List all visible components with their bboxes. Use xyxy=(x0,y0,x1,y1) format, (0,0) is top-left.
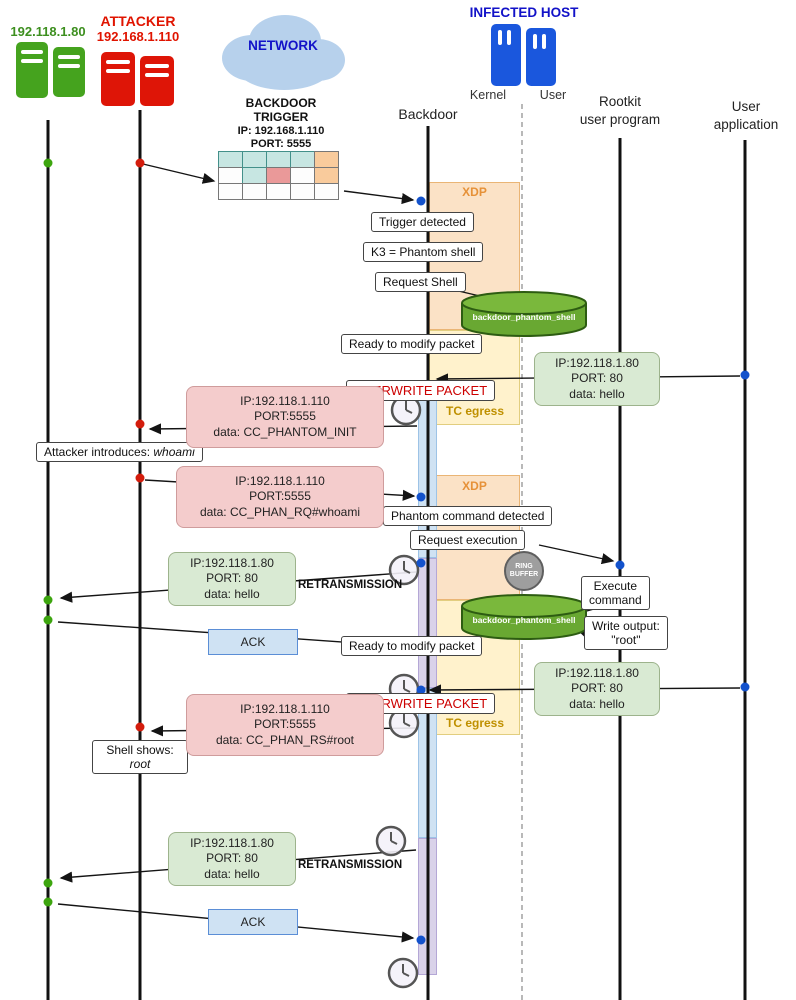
note-k3-phantom-shell: K3 = Phantom shell xyxy=(363,242,484,262)
note-attacker-introduces: Attacker introduces: whoami xyxy=(36,442,203,462)
packet-hello-retransmission-2: IP:192.118.1.80 PORT: 80 data: hello xyxy=(168,832,296,886)
clock-icon xyxy=(375,825,407,857)
activation-bar-backdoor-2 xyxy=(418,558,437,688)
xdp-label-1: XDP xyxy=(462,185,487,199)
event-dot xyxy=(135,473,145,483)
arrow-trigger-to-network xyxy=(142,163,216,184)
actor-label-network: NETWORK xyxy=(248,38,318,53)
event-dot xyxy=(43,158,53,168)
map-label-1: backdoor_phantom_shell xyxy=(472,312,576,322)
note-execute-command: Execute command xyxy=(581,576,650,610)
ring-buffer-label: RING BUFFER xyxy=(509,563,539,579)
tc-egress-label-2: TC egress xyxy=(445,716,505,730)
note-trigger-detected: Trigger detected xyxy=(371,212,474,232)
event-dot xyxy=(135,158,145,168)
ack-box-2: ACK xyxy=(208,909,298,935)
retransmission-label-2: RETRANSMISSION xyxy=(298,859,403,871)
event-dot xyxy=(135,419,145,429)
event-dot xyxy=(740,682,750,692)
packet-cc-phantom-init: IP:192.118.1.110 PORT:5555 data: CC_PHAN… xyxy=(186,386,384,448)
activation-bar-backdoor-4 xyxy=(418,838,437,975)
actor-label-attacker: ATTACKER xyxy=(100,13,176,29)
user-label: User xyxy=(539,88,567,102)
server-icon-host xyxy=(16,42,85,98)
server-icon-attacker xyxy=(101,52,174,106)
retransmission-label-1: RETRANSMISSION xyxy=(298,579,403,591)
packet-diagram xyxy=(218,151,339,200)
shell-shows-text: Shell shows: xyxy=(106,743,174,757)
actor-label-user-app: User application xyxy=(713,99,779,133)
server-icon-infected-host xyxy=(491,24,556,86)
note-phantom-command-detected: Phantom command detected xyxy=(383,506,553,526)
clock-icon xyxy=(387,957,419,989)
packet-hello-1: IP:192.118.1.80 PORT: 80 data: hello xyxy=(534,352,660,406)
kernel-label: Kernel xyxy=(469,88,507,102)
actor-label-attacker-ip: 192.168.1.110 xyxy=(96,29,180,44)
arrow-network-to-backdoor xyxy=(343,190,415,205)
event-dot xyxy=(135,722,145,732)
attacker-introduces-text: Attacker introduces: xyxy=(44,445,154,459)
actor-label-rootkit: Rootkit user program xyxy=(579,94,661,128)
map-label-2: backdoor_phantom_shell xyxy=(472,615,576,625)
packet-cc-phan-rq-whoami: IP:192.118.1.110 PORT:5555 data: CC_PHAN… xyxy=(176,466,384,528)
backdoor-trigger-title: BACKDOOR TRIGGER xyxy=(245,96,317,125)
event-dot xyxy=(615,560,625,570)
event-dot xyxy=(43,615,53,625)
backdoor-trigger-ip: IP: 192.168.1.110 xyxy=(237,125,325,137)
note-ready-to-modify-1: Ready to modify packet xyxy=(341,334,483,354)
ack-box-1: ACK xyxy=(208,629,298,655)
event-dot xyxy=(43,897,53,907)
tc-egress-label-1: TC egress xyxy=(445,404,505,418)
note-request-execution: Request execution xyxy=(410,530,526,550)
actor-label-backdoor: Backdoor xyxy=(398,106,458,122)
event-dot xyxy=(43,595,53,605)
backdoor-trigger-port: PORT: 5555 xyxy=(250,138,312,150)
actor-label-host: 192.118.1.80 xyxy=(10,24,86,39)
attacker-introduces-command: whoami xyxy=(153,445,195,459)
event-dot xyxy=(740,370,750,380)
note-ready-to-modify-2: Ready to modify packet xyxy=(341,636,483,656)
packet-hello-retransmission-1: IP:192.118.1.80 PORT: 80 data: hello xyxy=(168,552,296,606)
packet-hello-2: IP:192.118.1.80 PORT: 80 data: hello xyxy=(534,662,660,716)
packet-cc-phan-rs-root: IP:192.118.1.110 PORT:5555 data: CC_PHAN… xyxy=(186,694,384,756)
shell-shows-output: root xyxy=(129,757,151,771)
actor-label-infected-host: INFECTED HOST xyxy=(469,5,579,20)
event-dot xyxy=(416,196,426,206)
note-request-shell: Request Shell xyxy=(375,272,466,292)
note-write-output: Write output: "root" xyxy=(584,616,668,650)
note-shell-shows: Shell shows: root xyxy=(92,740,188,774)
arrow-request-execution xyxy=(538,544,615,565)
event-dot xyxy=(43,878,53,888)
xdp-label-2: XDP xyxy=(462,479,487,493)
